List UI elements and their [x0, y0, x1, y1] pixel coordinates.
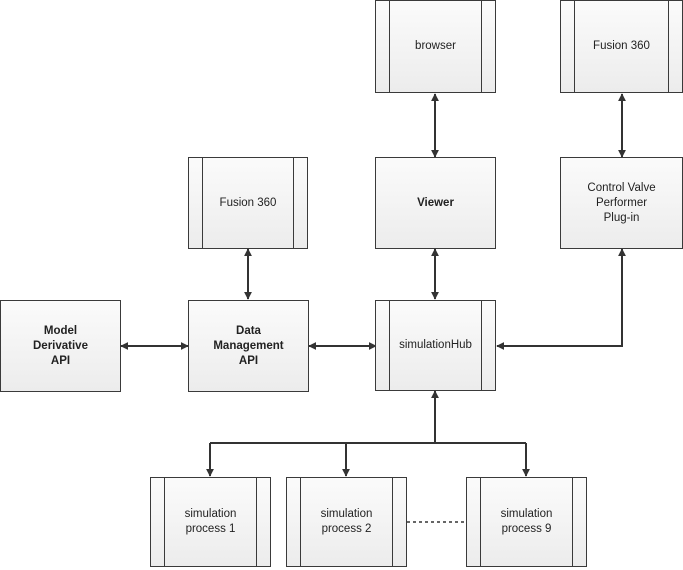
control-valve-plugin-node: Control Valve Performer Plug-in [560, 157, 683, 249]
data-management-api-label: Data Management API [213, 324, 284, 367]
control-valve-plugin-label: Control Valve Performer Plug-in [587, 181, 656, 224]
browser-label: browser [415, 40, 456, 52]
simulation-process-2-label: simulation process 2 [320, 508, 373, 535]
fusion360-mid-node: Fusion 360 [188, 157, 308, 249]
browser-node: browser [375, 0, 496, 93]
simulationhub-node: simulationHub [375, 300, 496, 391]
fusion360-top-node: Fusion 360 [560, 0, 683, 93]
fusion360-mid-label: Fusion 360 [219, 196, 277, 209]
viewer-node: Viewer [375, 157, 496, 249]
fusion360-top-label: Fusion 360 [593, 40, 650, 52]
simulation-process-9-label: simulation process 9 [500, 508, 553, 535]
simulation-process-9-node: simulation process 9 [466, 477, 587, 567]
data-management-api-node: Data Management API [188, 300, 309, 392]
simulation-process-2-node: simulation process 2 [286, 477, 407, 567]
model-derivative-api-node: Model Derivative API [0, 300, 121, 392]
viewer-label: Viewer [417, 196, 454, 209]
connector-hub-plugin [496, 248, 626, 350]
simulation-process-1-label: simulation process 1 [184, 508, 237, 535]
model-derivative-api-label: Model Derivative API [33, 324, 88, 367]
simulation-process-1-node: simulation process 1 [150, 477, 271, 567]
simulationhub-label: simulationHub [399, 339, 472, 351]
